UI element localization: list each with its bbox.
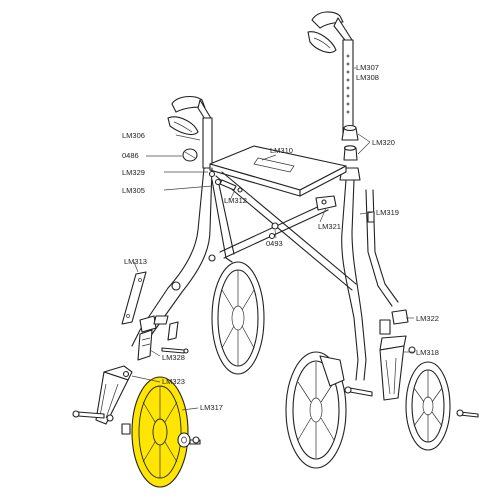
front-axle-bolt bbox=[72, 410, 131, 435]
front-wheel-washer bbox=[177, 432, 201, 448]
right-handle-assembly bbox=[307, 11, 354, 141]
adjust-knob bbox=[182, 148, 198, 162]
brake-housing bbox=[137, 315, 189, 361]
label-lm320: LM320 bbox=[372, 138, 395, 147]
rear-fork bbox=[379, 309, 416, 401]
height-collar-parts bbox=[339, 124, 361, 181]
label-lm312: LM312 bbox=[224, 196, 247, 205]
label-lm308: LM308 bbox=[356, 73, 379, 82]
rear-right-wheel bbox=[405, 361, 451, 451]
front-fork bbox=[95, 365, 133, 425]
highlighted-front-wheel bbox=[131, 376, 189, 488]
label-lm319: LM319 bbox=[376, 208, 399, 217]
label-lm318: LM318 bbox=[416, 348, 439, 357]
label-lm305: LM305 bbox=[122, 186, 145, 195]
cross-brace bbox=[215, 171, 357, 291]
label-lm313: LM313 bbox=[124, 257, 147, 266]
front-frame bbox=[131, 167, 235, 349]
label-lm322: LM322 bbox=[416, 314, 439, 323]
label-lm329: LM329 bbox=[122, 168, 145, 177]
label-lm317: LM317 bbox=[200, 403, 223, 412]
label-0486: 0486 bbox=[122, 151, 139, 160]
brake-strip bbox=[121, 271, 147, 325]
label-lm323: LM323 bbox=[162, 377, 185, 386]
front-right-wheel bbox=[285, 351, 347, 469]
rear-frame bbox=[341, 179, 399, 381]
label-lm307: LM307 bbox=[356, 63, 379, 72]
label-lm328: LM328 bbox=[162, 353, 185, 362]
label-lm321: LM321 bbox=[318, 222, 341, 231]
part-labels: LM307 LM308 LM306 LM320 0486 LM310 LM329… bbox=[122, 63, 439, 412]
center-wheel bbox=[211, 261, 265, 375]
label-lm306: LM306 bbox=[122, 131, 145, 140]
leader-lines bbox=[131, 67, 414, 411]
seat-bolts bbox=[208, 170, 243, 193]
label-0493: 0493 bbox=[266, 239, 283, 248]
seat-tray bbox=[209, 145, 347, 197]
left-handle-assembly bbox=[167, 95, 213, 169]
label-lm310: LM310 bbox=[270, 146, 293, 155]
wheel-axle-bolts bbox=[344, 386, 479, 418]
